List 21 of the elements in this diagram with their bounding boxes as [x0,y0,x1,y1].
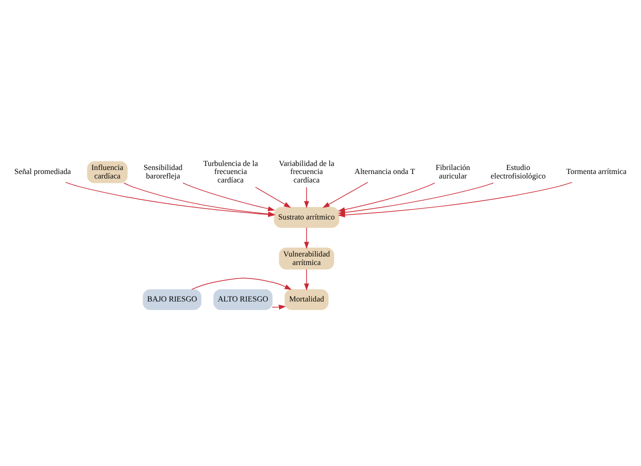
arrow [322,181,368,208]
node-text: Fibrilación auricular [436,162,470,180]
node-text: Tormenta arrítmica [566,166,627,176]
arrow [182,182,276,211]
arrow [304,186,310,208]
arrow [191,277,292,290]
arrow [304,226,310,248]
node-text: Turbulencia de la frecuencia cardíaca [203,158,258,184]
node-box: ALTO RIESGO [213,288,273,310]
node-text: Sensibilidad barorefleja [144,162,183,180]
node-text: Alternancia onda T [354,166,416,176]
arrow [304,268,310,290]
node-box: Vulnerabilidad arrítmica [279,247,334,270]
node-text: Señal promediada [14,166,71,176]
node-text: Variabilidad de la frecuencia cardíaca [278,158,334,184]
node-text: Estudio electrofisiológico [490,162,546,180]
node-box: Sustrato arrítmico [274,206,340,228]
node-box: Mortalidad [284,288,329,310]
node-box: BAJO RIESGO [142,288,202,310]
node-box: Influencia cardíaca [87,160,128,183]
arrow [255,186,291,208]
